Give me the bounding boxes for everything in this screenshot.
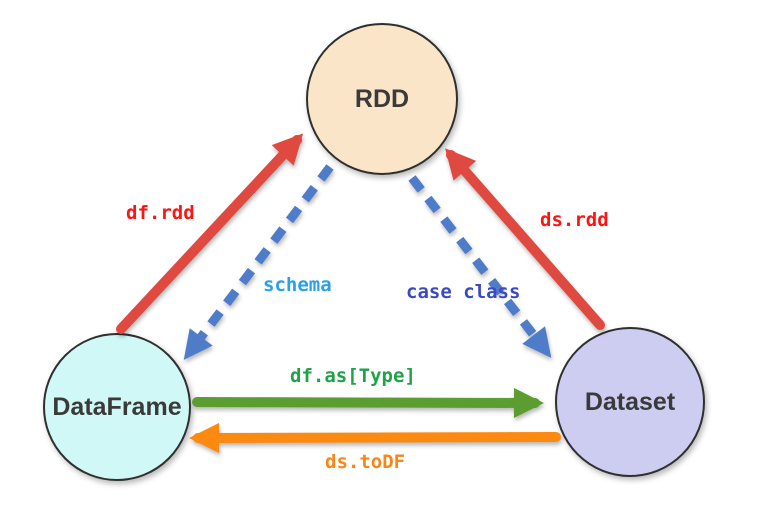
edge-label-case-class: case class — [406, 281, 521, 303]
node-dataset: Dataset — [555, 327, 705, 477]
arrow-dataset-to-dataframe — [189, 422, 561, 453]
edge-label-df-rdd: df.rdd — [126, 202, 195, 224]
arrow-rdd-to-dataframe-dashed — [183, 164, 334, 360]
edge-label-ds-todf: ds.toDF — [325, 451, 406, 473]
node-dataframe: DataFrame — [43, 333, 191, 481]
edge-label-df-as-type: df.as[Type] — [290, 365, 416, 387]
arrow-dataframe-to-rdd — [116, 133, 304, 334]
arrow-rdd-to-dataset-dashed — [408, 175, 552, 358]
edge-label-ds-rdd: ds.rdd — [540, 209, 609, 231]
node-rdd-label: RDD — [354, 84, 410, 113]
node-dataframe-label: DataFrame — [52, 392, 182, 421]
edge-label-schema: schema — [263, 274, 332, 296]
node-rdd: RDD — [306, 23, 458, 175]
arrow-dataframe-to-dataset — [192, 387, 544, 418]
node-dataset-label: Dataset — [584, 387, 676, 416]
